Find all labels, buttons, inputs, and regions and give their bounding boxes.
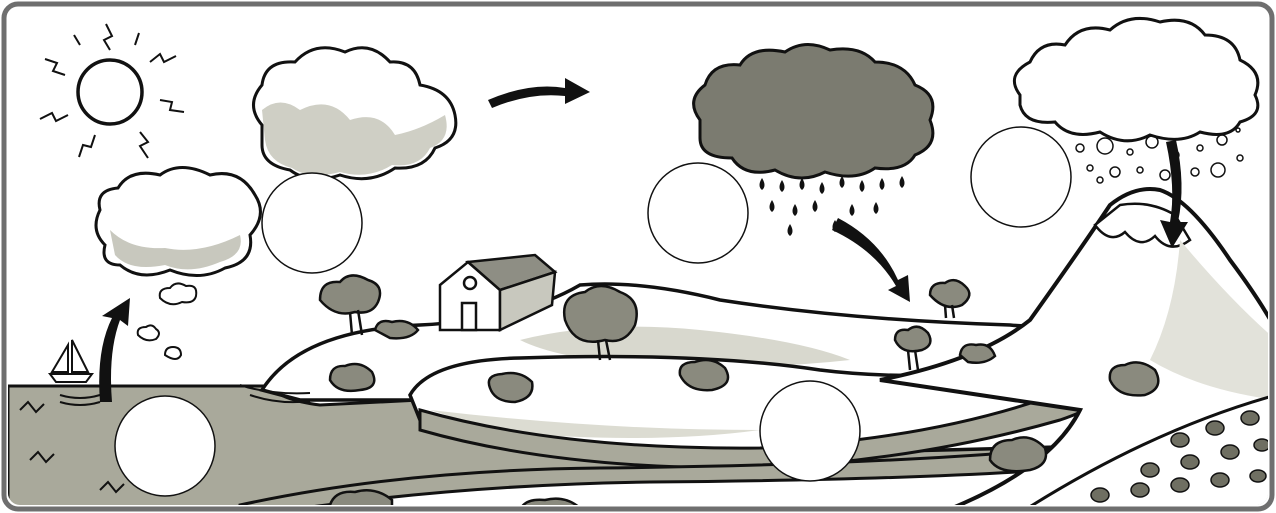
- label-circle-5[interactable]: [760, 381, 860, 481]
- label-circle-1[interactable]: [262, 173, 362, 273]
- label-circle-2[interactable]: [648, 163, 748, 263]
- cloud-low-left: [96, 168, 260, 276]
- label-circle-4[interactable]: [115, 396, 215, 496]
- label-circle-3[interactable]: [971, 127, 1071, 227]
